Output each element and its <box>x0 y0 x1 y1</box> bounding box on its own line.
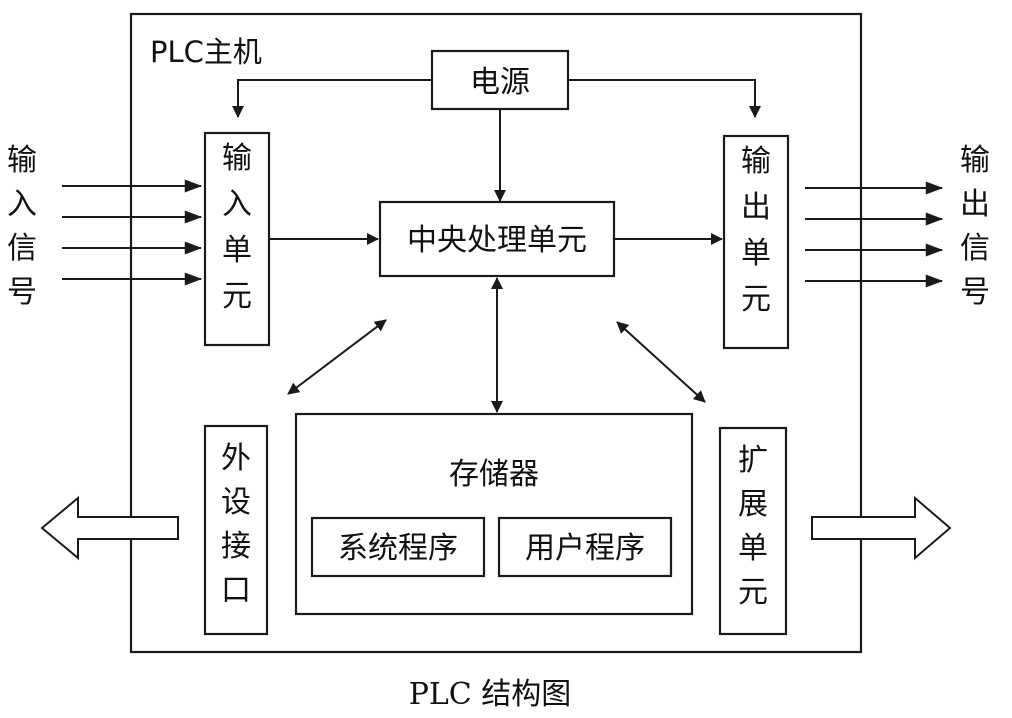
power-label: 电源 <box>470 65 530 100</box>
input-signal-arrows <box>62 179 203 286</box>
system-program-label: 系统程序 <box>338 531 458 566</box>
plc-host-label: PLC主机 <box>150 35 262 69</box>
expansion-unit-box <box>718 426 788 636</box>
peripheral-interface-box <box>203 424 269 636</box>
expansion-unit-label: 扩展单元 <box>738 443 768 610</box>
output-signal-label: 输出信号 <box>960 143 990 310</box>
plc-host-frame <box>129 12 863 654</box>
cpu-peripheral-arrow <box>287 319 387 395</box>
power-to-input-line <box>232 79 432 118</box>
peripheral-hollow-arrow-left <box>40 495 179 561</box>
diagram-caption: PLC 结构图 <box>409 677 572 712</box>
output-unit-box <box>722 134 790 350</box>
user-program-box <box>497 516 673 578</box>
output-unit-label: 输出单元 <box>741 144 771 317</box>
cpu-expansion-arrow <box>616 321 706 403</box>
input-signal-label: 输入信号 <box>7 143 37 310</box>
user-program-label: 用户程序 <box>525 531 645 566</box>
cpu-box <box>378 200 616 278</box>
input-unit-label: 输入单元 <box>222 141 252 314</box>
expansion-hollow-arrow-right <box>811 495 952 561</box>
power-to-output-line <box>568 79 761 118</box>
system-program-box <box>310 516 486 578</box>
output-signal-arrows <box>805 181 944 288</box>
cpu-label: 中央处理单元 <box>407 223 587 258</box>
memory-box <box>294 412 694 616</box>
memory-title: 存储器 <box>449 457 539 492</box>
peripheral-interface-label: 外设接口 <box>221 441 251 608</box>
